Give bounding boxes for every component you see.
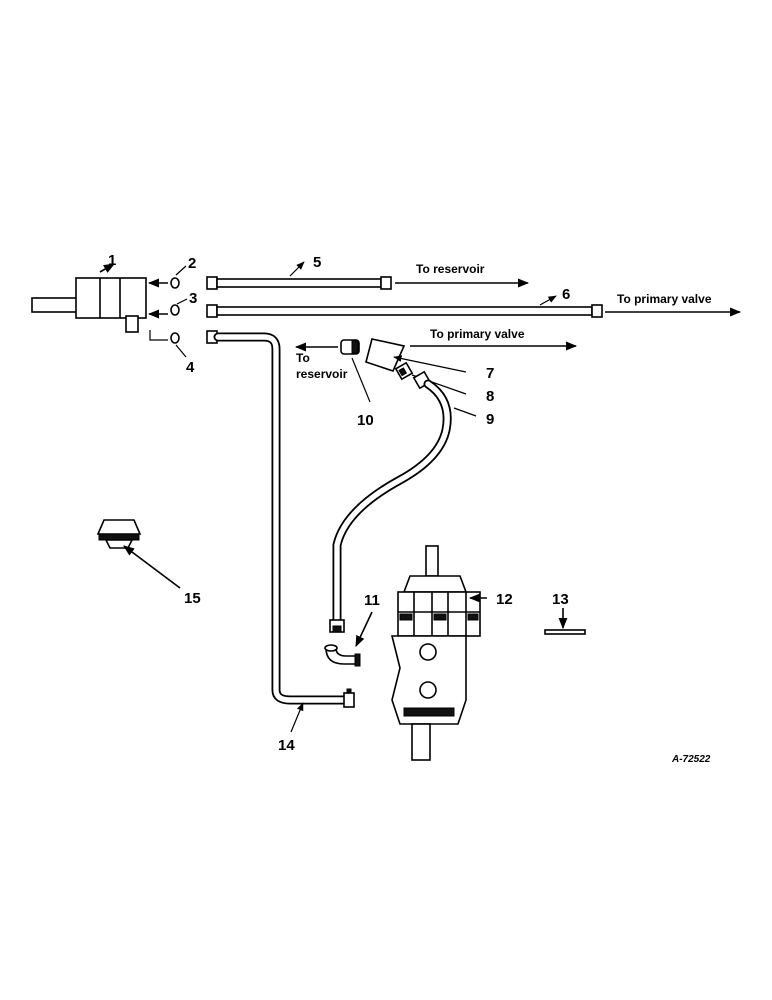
part-7-elbow: [365, 338, 578, 373]
callout-5: 5: [313, 254, 321, 271]
part-13-plate: [544, 608, 586, 635]
callout-8: 8: [486, 388, 494, 405]
callout-1: 1: [108, 252, 116, 269]
part-10-fitting: [294, 339, 371, 403]
part-1-valve-body: [31, 263, 147, 333]
callout-9: 9: [486, 411, 494, 428]
part-12-pump: [390, 545, 487, 761]
part-5-tube: [206, 261, 530, 290]
note-to-reservoir-lower-1: To: [296, 351, 310, 365]
callout-2: 2: [188, 255, 196, 272]
callout-14: 14: [278, 737, 295, 754]
callout-6: 6: [562, 286, 570, 303]
callout-4: 4: [186, 359, 195, 376]
part-14-tube: [206, 330, 355, 733]
drawing-number: A-72522: [671, 754, 711, 765]
note-to-reservoir-upper: To reservoir: [416, 262, 485, 276]
callout-12: 12: [496, 591, 513, 608]
callout-15: 15: [184, 590, 201, 607]
part-2-washer: [147, 265, 187, 289]
part-3-washer: [147, 298, 188, 319]
callout-13: 13: [552, 591, 569, 608]
callout-3: 3: [189, 290, 197, 307]
callout-11: 11: [364, 592, 380, 609]
part-15-cap: [96, 519, 181, 589]
part-4-washer: [149, 330, 187, 358]
part-9-tube: [329, 370, 477, 633]
part-6-tube: [206, 295, 742, 318]
callout-7: 7: [486, 365, 494, 382]
note-to-primary-valve-mid: To primary valve: [430, 327, 525, 341]
note-to-primary-valve-right: To primary valve: [617, 292, 712, 306]
part-11-elbow: [324, 611, 373, 667]
callout-10: 10: [357, 412, 374, 429]
note-to-reservoir-lower-2: reservoir: [296, 367, 348, 381]
